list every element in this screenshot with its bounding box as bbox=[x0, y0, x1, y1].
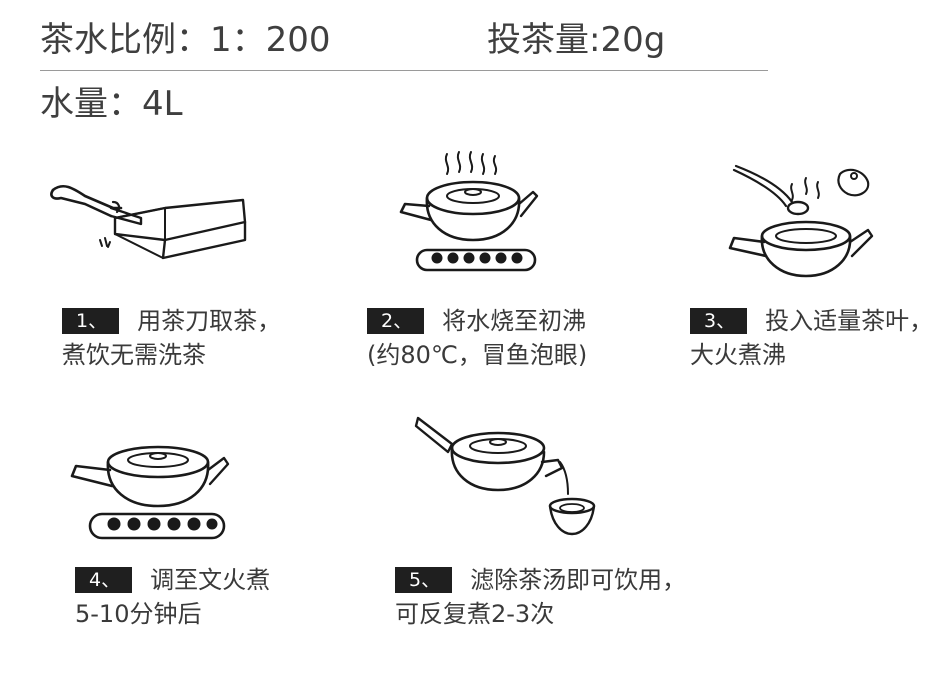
header-divider bbox=[40, 70, 768, 71]
tea-dose: 投茶量:20g bbox=[487, 20, 666, 60]
step-3-number: 3、 bbox=[690, 308, 748, 334]
kettle-on-stove-icon bbox=[399, 151, 539, 272]
step-5-number: 5、 bbox=[395, 567, 453, 593]
kettle-low-heat-icon bbox=[70, 445, 230, 540]
step-2-label: 2、将水烧至初沸 (约80℃，冒鱼泡眼) bbox=[367, 304, 587, 372]
step-2-number: 2、 bbox=[367, 308, 425, 334]
water-amount: 水量：4L bbox=[40, 84, 183, 124]
step-5-line1: 滤除茶汤即可饮用， bbox=[470, 566, 687, 594]
step-1-line2: 煮饮无需洗茶 bbox=[62, 341, 206, 369]
step-2-line2: (约80℃，冒鱼泡眼) bbox=[367, 341, 588, 369]
step-4-label: 4、调至文火煮 5-10分钟后 bbox=[75, 563, 270, 631]
step-1-number: 1、 bbox=[62, 308, 120, 334]
step-3-label: 3、投入适量茶叶， 大火煮沸 bbox=[690, 304, 933, 372]
step-4-line2: 5-10分钟后 bbox=[75, 600, 202, 628]
step-4-line1: 调至文火煮 bbox=[150, 566, 271, 594]
step-1-line1: 用茶刀取茶， bbox=[137, 307, 282, 335]
step-2-line1: 将水烧至初沸 bbox=[442, 307, 587, 335]
step-1-label: 1、用茶刀取茶， 煮饮无需洗茶 bbox=[62, 304, 281, 372]
step-3-line1: 投入适量茶叶， bbox=[765, 307, 934, 335]
tea-knife-brick-icon bbox=[50, 184, 247, 260]
step-3-line2: 大火煮沸 bbox=[690, 341, 786, 369]
tea-water-ratio: 茶水比例：1：200 bbox=[40, 20, 331, 60]
step-4-number: 4、 bbox=[75, 567, 133, 593]
pour-tea-cup-icon bbox=[414, 416, 596, 536]
add-tea-to-kettle-icon bbox=[728, 164, 874, 278]
step-5-line2: 可反复煮2-3次 bbox=[395, 600, 555, 628]
step-5-label: 5、滤除茶汤即可饮用， 可反复煮2-3次 bbox=[395, 563, 686, 631]
